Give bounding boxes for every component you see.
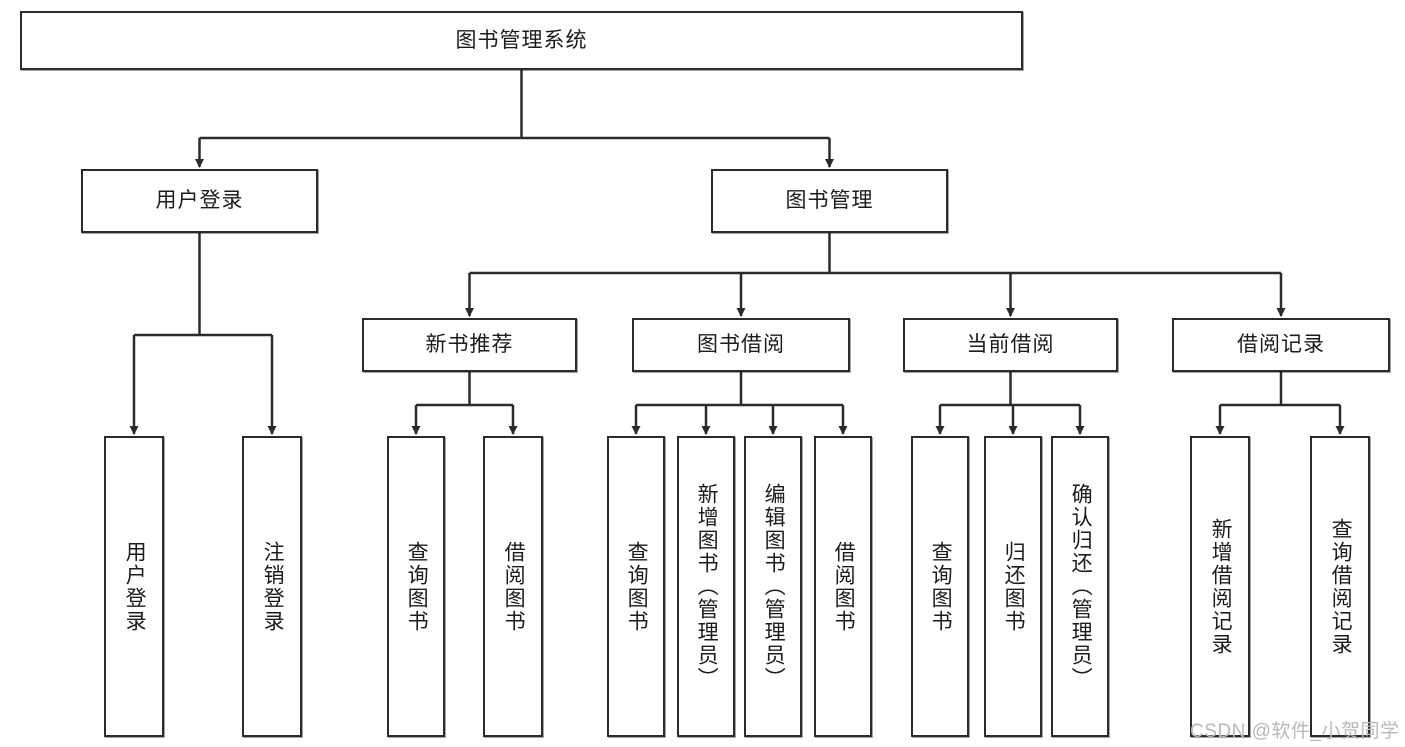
node-user-login-label: 用户登录 xyxy=(155,189,244,213)
node-leaf-logout-label: 注销登录 xyxy=(261,540,285,633)
node-book-borrow-label: 图书借阅 xyxy=(697,333,785,357)
node-book-manage-label: 图书管理 xyxy=(785,189,874,213)
node-leaf-query-book-1-label: 查询图书 xyxy=(405,540,429,633)
node-leaf-borrow-book-1[interactable]: 借阅图书 xyxy=(483,436,543,737)
node-leaf-user-login-label: 用户登录 xyxy=(123,540,147,633)
node-leaf-query-record[interactable]: 查询借阅记录 xyxy=(1310,436,1370,737)
node-current-borrow[interactable]: 当前借阅 xyxy=(903,318,1118,372)
node-leaf-user-login[interactable]: 用户登录 xyxy=(104,436,164,737)
node-leaf-query-book-3-label: 查询图书 xyxy=(929,540,953,633)
node-leaf-confirm-return-label: 确认归还（管理员） xyxy=(1069,483,1093,690)
node-leaf-confirm-return[interactable]: 确认归还（管理员） xyxy=(1051,436,1109,737)
node-leaf-add-book-label: 新增图书（管理员） xyxy=(695,483,719,690)
node-root-label: 图书管理系统 xyxy=(455,28,588,52)
node-leaf-borrow-book-1-label: 借阅图书 xyxy=(502,540,526,633)
watermark: CSDN @软件_小贺同学 xyxy=(1190,721,1400,742)
node-leaf-query-book-3[interactable]: 查询图书 xyxy=(911,436,969,737)
node-user-login[interactable]: 用户登录 xyxy=(81,169,318,233)
node-leaf-add-book[interactable]: 新增图书（管理员） xyxy=(677,436,735,737)
node-leaf-borrow-book-2-label: 借阅图书 xyxy=(832,540,856,633)
node-leaf-edit-book[interactable]: 编辑图书（管理员） xyxy=(744,436,802,737)
node-leaf-query-record-label: 查询借阅记录 xyxy=(1329,517,1353,656)
node-root[interactable]: 图书管理系统 xyxy=(20,11,1023,70)
node-leaf-borrow-book-2[interactable]: 借阅图书 xyxy=(814,436,872,737)
node-leaf-query-book-1[interactable]: 查询图书 xyxy=(387,436,445,737)
node-leaf-edit-book-label: 编辑图书（管理员） xyxy=(762,483,786,690)
node-leaf-add-record[interactable]: 新增借阅记录 xyxy=(1190,436,1250,737)
node-leaf-return-book-label: 归还图书 xyxy=(1002,540,1026,633)
node-current-borrow-label: 当前借阅 xyxy=(966,333,1055,357)
node-leaf-return-book[interactable]: 归还图书 xyxy=(984,436,1042,737)
node-leaf-add-record-label: 新增借阅记录 xyxy=(1209,517,1233,656)
node-borrow-record-label: 借阅记录 xyxy=(1237,333,1325,357)
node-leaf-query-book-2[interactable]: 查询图书 xyxy=(607,436,665,737)
node-book-borrow[interactable]: 图书借阅 xyxy=(632,318,850,372)
node-leaf-query-book-2-label: 查询图书 xyxy=(625,540,649,633)
node-new-book-recommend[interactable]: 新书推荐 xyxy=(362,318,577,372)
node-leaf-logout[interactable]: 注销登录 xyxy=(242,436,302,737)
node-book-manage[interactable]: 图书管理 xyxy=(711,169,948,233)
node-borrow-record[interactable]: 借阅记录 xyxy=(1172,318,1390,372)
node-new-book-recommend-label: 新书推荐 xyxy=(425,333,514,357)
